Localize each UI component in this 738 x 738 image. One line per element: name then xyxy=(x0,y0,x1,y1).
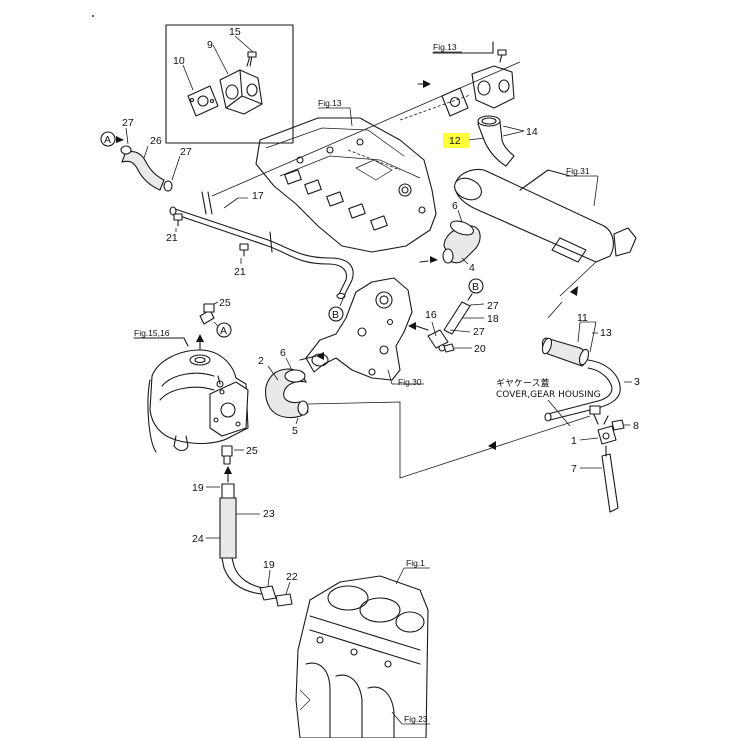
inset-box: 15 9 10 xyxy=(165,24,294,144)
cylinder-head: Fig.13 xyxy=(255,94,471,253)
connector-b-right-label: B xyxy=(472,281,479,293)
connector-a-top-label: A xyxy=(104,134,111,146)
drain-cock-1: 8 1 7 xyxy=(571,415,639,513)
part-25b-label: 25 xyxy=(246,445,258,457)
part-2-label: 2 xyxy=(258,355,264,367)
part-19a-label: 19 xyxy=(192,482,204,494)
part-8-label: 8 xyxy=(633,420,639,432)
fig13-mid-ref: Fig.13 xyxy=(318,98,342,108)
part-23-label: 23 xyxy=(263,508,275,520)
water-pump-housing: Fig.30 B xyxy=(299,277,429,387)
fig30-ref: Fig.30 xyxy=(398,377,422,387)
drain-pipe-left: 25 19 23 24 19 22 xyxy=(192,445,298,607)
hose-26-group: 27 26 27 A xyxy=(100,117,192,192)
part-24-label: 24 xyxy=(192,533,204,545)
connector-b-mid xyxy=(328,306,344,322)
part-11-label: 11 xyxy=(577,312,588,324)
hose-2: 2 6 5 xyxy=(258,347,309,437)
part-27c-label: 27 xyxy=(487,300,499,312)
part-16-label: 16 xyxy=(425,309,437,321)
oil-cooler: Fig.31 xyxy=(454,166,637,263)
engine-block: Fig.1 Fig.23 xyxy=(295,558,430,738)
part-25a-label: 25 xyxy=(219,297,231,309)
fig13-top-assembly: Fig.13 xyxy=(417,41,515,117)
note-japanese: ギヤケース蓋 xyxy=(496,377,550,389)
part-4-label: 4 xyxy=(469,262,475,274)
part-20-label: 20 xyxy=(474,343,486,355)
part-21a-label: 21 xyxy=(166,232,178,244)
hose-11: 11 13 xyxy=(541,312,612,367)
part-12-label: 12 xyxy=(449,135,461,147)
connector-b-mid-label: B xyxy=(332,309,339,321)
part-9-label: 9 xyxy=(207,39,213,51)
connector-a-left xyxy=(216,322,232,338)
note-english: COVER,GEAR HOUSING xyxy=(496,390,601,400)
part-14-label: 14 xyxy=(526,126,538,138)
part-7-label: 7 xyxy=(571,463,577,475)
elbow-hose-4: 6 4 xyxy=(419,200,481,274)
fitting-16: B 27 18 27 20 16 xyxy=(425,278,499,355)
part-26-label: 26 xyxy=(150,135,162,147)
part-19b-label: 19 xyxy=(263,559,275,571)
fig31-ref: Fig.31 xyxy=(566,166,590,176)
elbow-14: 14 xyxy=(468,115,538,167)
part-17-label: 17 xyxy=(252,190,264,202)
fig1-ref: Fig.1 xyxy=(406,558,425,568)
gear-housing-note: ギヤケース蓋 COVER,GEAR HOUSING xyxy=(496,377,601,427)
part-3-label: 3 xyxy=(634,376,640,388)
part-13-label: 13 xyxy=(600,327,612,339)
part-18-label: 18 xyxy=(487,313,499,325)
part-15-label: 15 xyxy=(229,26,241,38)
part-1-label: 1 xyxy=(571,435,577,447)
connector-a-left-label: A xyxy=(220,325,227,337)
fig15-16-ref: Fig.15,16 xyxy=(134,328,170,338)
part-21b-label: 21 xyxy=(234,266,246,278)
connector-b-right xyxy=(468,278,484,294)
fig13-top-ref: Fig.13 xyxy=(433,42,457,52)
pump-left: Fig.15,16 xyxy=(133,328,249,453)
part-6b-label: 6 xyxy=(280,347,286,359)
connector-a-top xyxy=(100,131,116,147)
part-22-label: 22 xyxy=(286,571,298,583)
part-27d-label: 27 xyxy=(473,326,485,338)
pipe-17: 17 21 21 xyxy=(166,190,354,300)
part-12-highlight[interactable]: 12 xyxy=(443,133,469,148)
part-5-label: 5 xyxy=(292,425,298,437)
fitting-25-top: 25 A xyxy=(196,297,232,351)
part-27a-label: 27 xyxy=(122,117,134,129)
pipe-3: 3 xyxy=(544,359,640,425)
part-10-label: 10 xyxy=(173,55,185,67)
part-6a-label: 6 xyxy=(452,200,458,212)
part-27b-label: 27 xyxy=(180,146,192,158)
fig23-ref: Fig.23 xyxy=(404,714,428,724)
